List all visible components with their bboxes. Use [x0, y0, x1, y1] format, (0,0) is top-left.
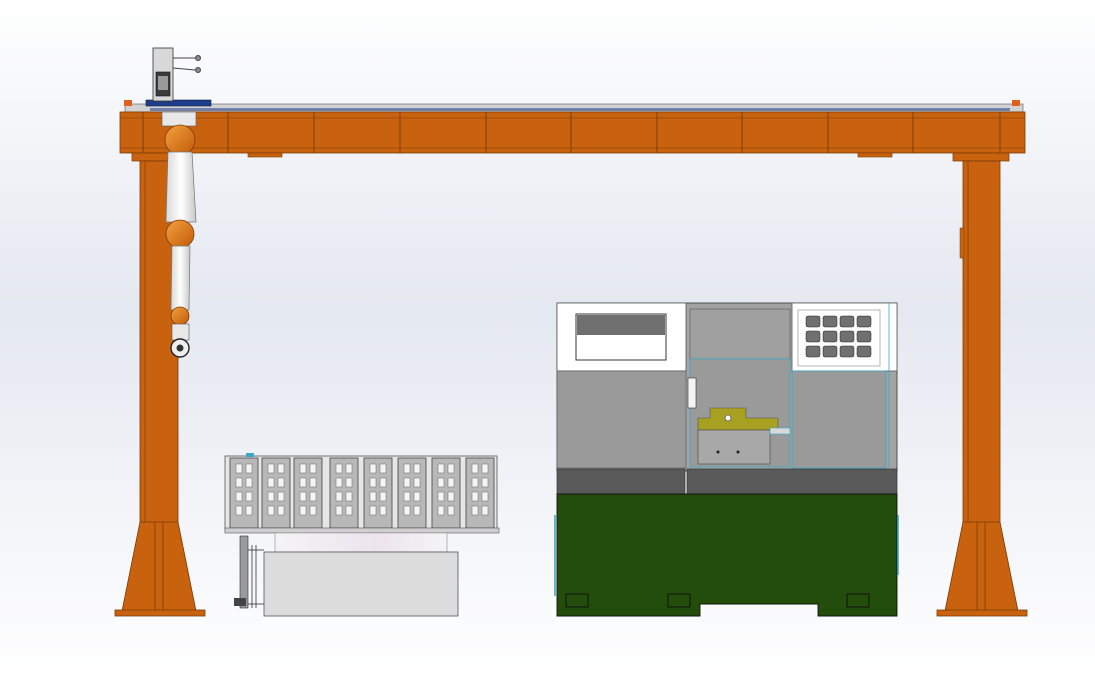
robot-joint-shoulder — [164, 124, 196, 156]
gantry-beam-foot-left — [247, 152, 283, 158]
robot-arm — [145, 47, 212, 358]
lathe-base — [556, 493, 898, 617]
robot-joint-elbow — [165, 219, 195, 249]
lathe-chuck-plate — [687, 377, 697, 409]
rack-indicator — [246, 453, 254, 457]
lathe-center-window — [689, 308, 791, 360]
robot-forearm — [170, 245, 191, 311]
robot-flange-center — [176, 344, 184, 352]
gantry-rail-track — [150, 108, 1010, 111]
gantry-beam — [119, 111, 1026, 154]
carriage-plate — [145, 99, 212, 107]
gantry-beam-ribs — [142, 112, 1001, 153]
gantry-base-plate-right — [936, 609, 1028, 617]
gantry-column-right-cap — [952, 152, 1010, 162]
lathe-foot-pocket-right — [846, 593, 870, 608]
rack-slot-cells — [235, 463, 489, 516]
rack-tray — [224, 527, 500, 534]
lathe-fixture-hole — [724, 414, 732, 422]
lathe-keypad — [805, 315, 872, 358]
robot-base — [161, 111, 197, 127]
part-rack — [224, 453, 500, 617]
lathe-tool-rail — [769, 427, 791, 435]
gantry-end-stop-left — [124, 100, 132, 106]
robot-joint-wrist — [170, 306, 190, 326]
lathe-foot-pocket-left — [565, 593, 589, 608]
lathe-slide — [697, 429, 771, 465]
gantry-end-stop-right — [1012, 100, 1020, 106]
cnc-lathe — [554, 302, 899, 617]
conveyor-side-frame — [239, 535, 249, 609]
lathe-lower-band-left — [556, 468, 686, 495]
conveyor-guide-rails — [248, 545, 264, 608]
robot-upper-arm — [165, 151, 197, 223]
cable-connector-icon — [172, 55, 201, 73]
rack-slots — [229, 457, 495, 529]
gantry-base-plate-left — [114, 609, 206, 617]
carriage-motor-window — [158, 76, 168, 90]
gantry-beam-foot-right — [857, 152, 893, 158]
conveyor-clamp — [234, 598, 246, 606]
lathe-slide-bolt-b — [736, 450, 740, 454]
lathe-slide-bolt-a — [716, 450, 720, 454]
robot-wrist — [171, 323, 190, 341]
lathe-left-lower-panel — [556, 370, 687, 469]
lathe-foot-pocket-center — [667, 593, 691, 608]
rack-turntable — [274, 532, 448, 553]
lathe-screen-display — [577, 315, 665, 335]
conveyor-body — [263, 551, 459, 617]
lathe-lower-band-right — [686, 468, 898, 495]
lathe-right-lower-panel — [791, 370, 887, 469]
gantry-column-right-bracket — [959, 227, 965, 259]
